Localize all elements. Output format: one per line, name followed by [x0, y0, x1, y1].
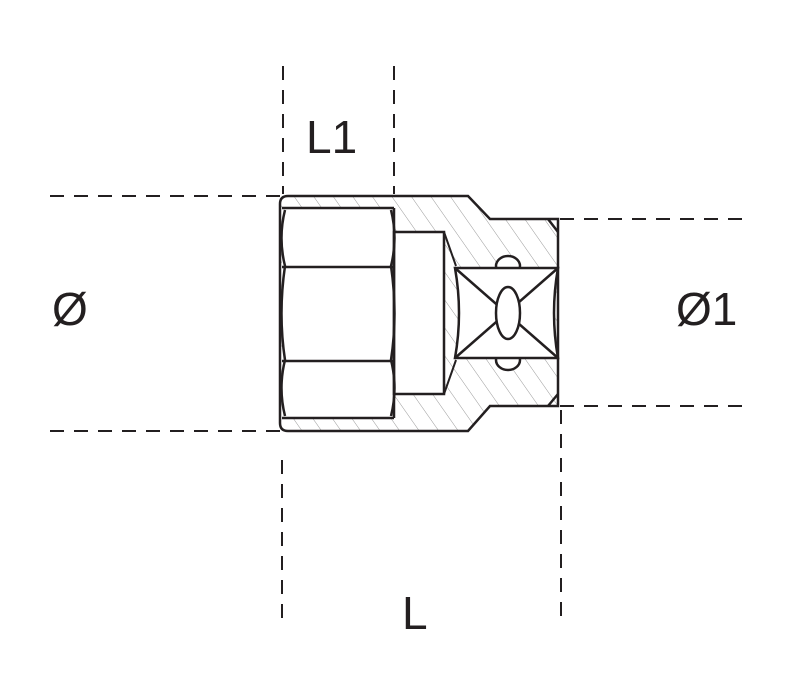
outer-diameter-label: Ø	[52, 283, 88, 335]
square-drive	[453, 254, 560, 372]
l1-label: L1	[306, 111, 358, 163]
drive-diameter-label: Ø1	[676, 283, 738, 335]
dimension-lines	[50, 66, 752, 620]
socket-body	[278, 194, 560, 433]
l-label: L	[402, 587, 428, 639]
